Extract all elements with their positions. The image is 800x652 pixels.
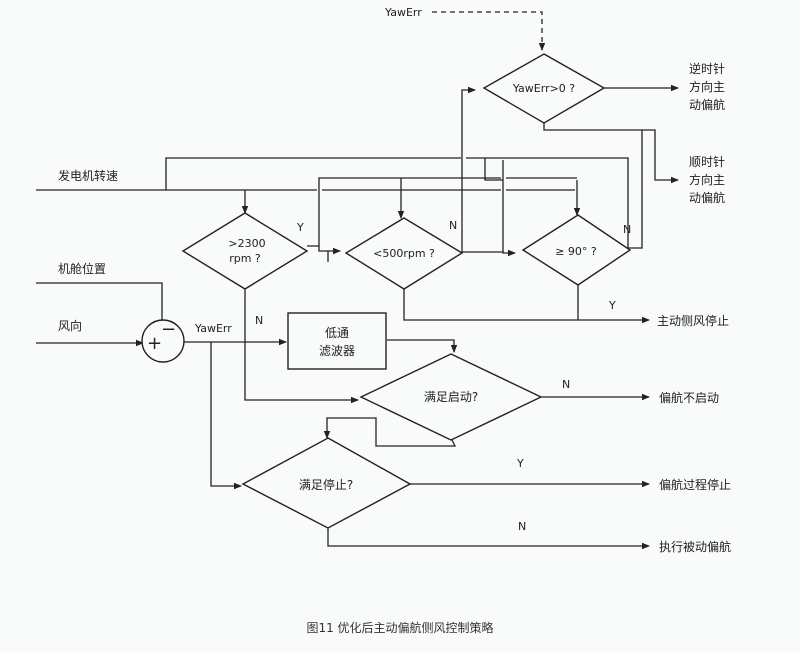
- output-yaw-not-start: 偏航不启动: [659, 390, 719, 405]
- yawerr-positive-decision: [482, 53, 606, 124]
- output-passive-yaw: 执行被动偏航: [659, 539, 731, 554]
- angle-decision: [521, 214, 632, 286]
- angle-text: ≥ 90° ?: [555, 245, 597, 258]
- branch-y-angle: Y: [608, 299, 616, 312]
- speed-low-text: <500rpm ?: [373, 247, 435, 260]
- sum-plus-sign: +: [147, 333, 162, 354]
- output-active-crosswind-stop: 主动侧风停止: [657, 313, 729, 328]
- speed-high-text-line2: rpm ?: [229, 252, 261, 265]
- sum-minus-sign: −: [161, 319, 176, 340]
- yawerr-signal-label: YawErr: [194, 322, 232, 335]
- figure-caption: 图11 优化后主动偏航侧风控制策略: [306, 620, 493, 635]
- low-pass-text-line1: 低通: [325, 326, 349, 340]
- speed-low-decision: [344, 217, 464, 290]
- yawerr-top-input-label: YawErr: [384, 6, 422, 19]
- summing-junction: [141, 319, 185, 363]
- output-ccw-line1: 逆时针: [689, 61, 725, 76]
- start-condition-decision: [359, 353, 543, 441]
- output-ccw-line3: 动偏航: [689, 97, 725, 112]
- speed-high-decision: [181, 212, 309, 290]
- start-condition-text: 满足启动?: [424, 390, 478, 404]
- wind-direction-label: 风向: [58, 318, 82, 333]
- branch-n-speed-low: N: [449, 219, 457, 232]
- output-ccw-line2: 方向主: [689, 79, 725, 94]
- stop-condition-decision: [241, 437, 412, 529]
- branch-y-speed-high: Y: [296, 221, 304, 234]
- branch-n-stop: N: [518, 520, 526, 533]
- branch-n-speed-high: N: [255, 314, 263, 327]
- low-pass-filter-box: [287, 312, 387, 370]
- speed-high-text-line1: >2300: [228, 237, 265, 250]
- connector-lines: [36, 11, 679, 550]
- low-pass-text-line2: 滤波器: [319, 344, 355, 358]
- output-cw-line2: 方向主: [689, 172, 725, 187]
- branch-y-stop: Y: [516, 457, 524, 470]
- output-yaw-process-stop: 偏航过程停止: [659, 477, 731, 492]
- generator-speed-label: 发电机转速: [58, 168, 118, 183]
- output-cw-line1: 顺时针: [689, 154, 725, 169]
- branch-n-angle: N: [623, 223, 631, 236]
- output-cw-line3: 动偏航: [689, 190, 725, 205]
- yawerr-positive-text: YawErr>0 ?: [512, 82, 575, 95]
- stop-condition-text: 满足停止?: [299, 477, 353, 492]
- nacelle-position-label: 机舱位置: [58, 261, 106, 276]
- branch-n-start: N: [562, 378, 570, 391]
